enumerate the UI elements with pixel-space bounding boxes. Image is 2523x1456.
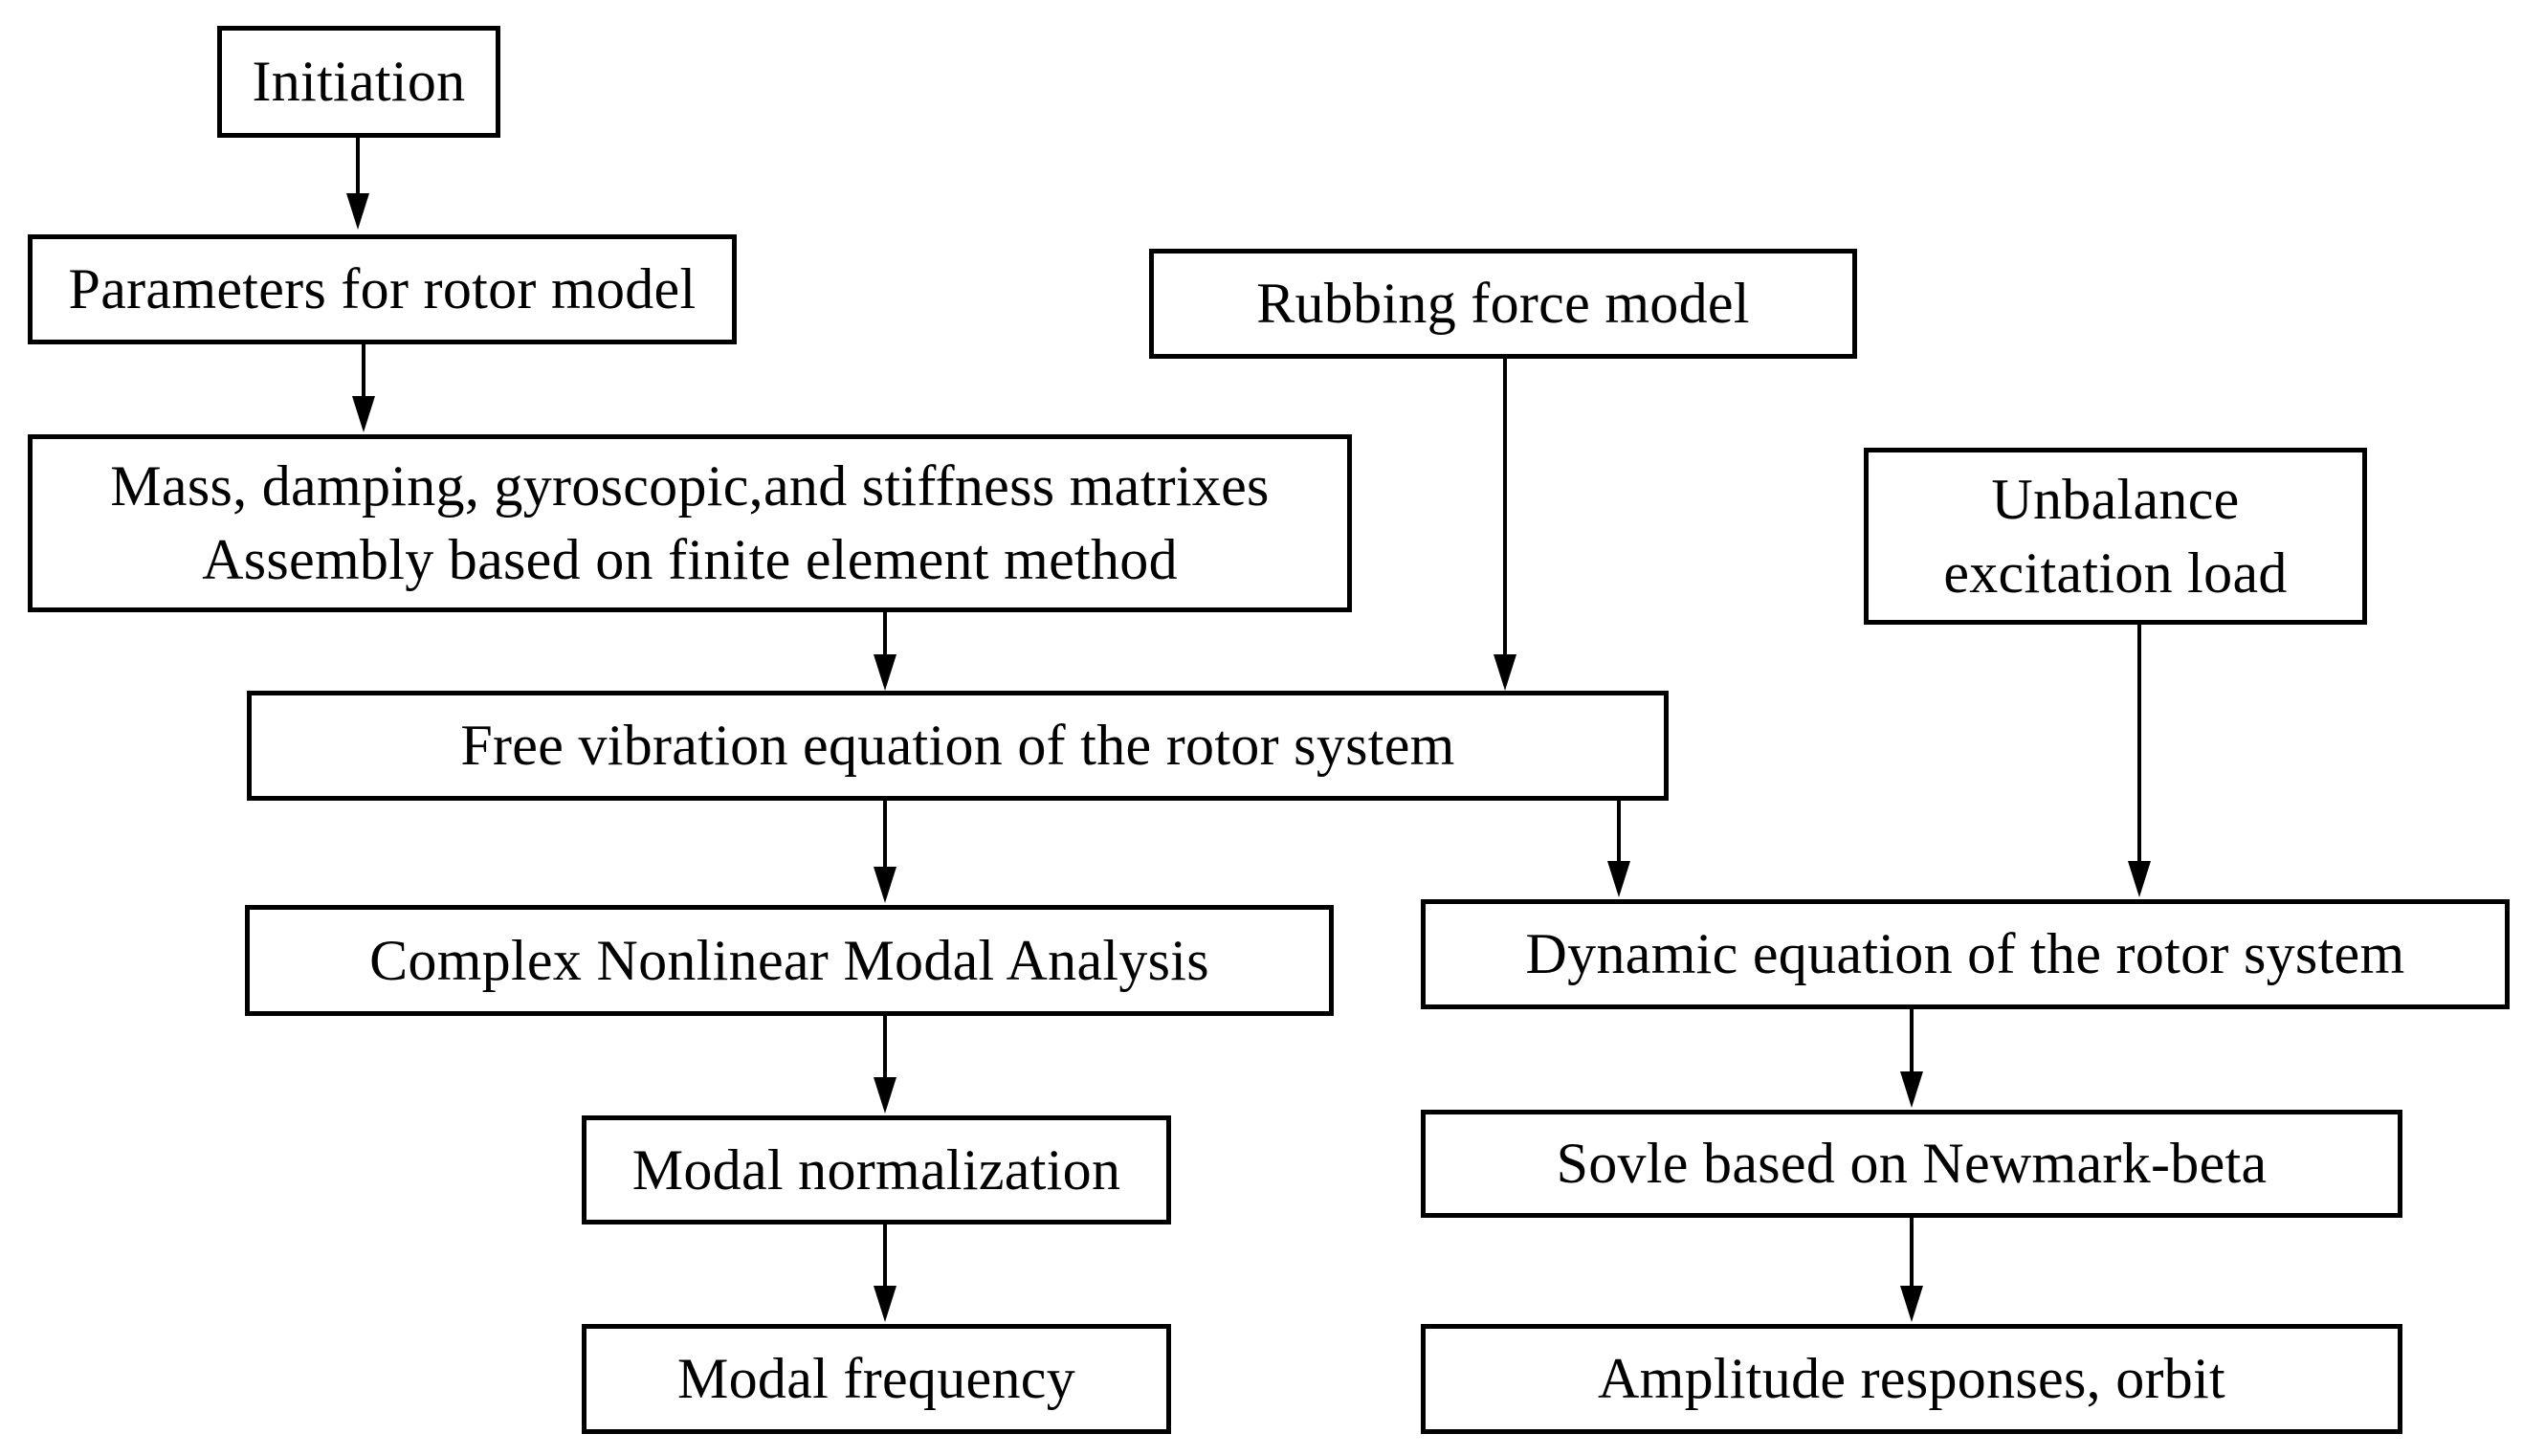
node-rotor-params-label: Parameters for rotor model — [68, 257, 697, 321]
node-modal-analysis: Complex Nonlinear Modal Analysis — [245, 905, 1334, 1016]
node-newmark: Sovle based on Newmark-beta — [1421, 1110, 2402, 1218]
node-unbalance: Unbalance excitation load — [1864, 448, 2367, 625]
node-modal-analysis-label: Complex Nonlinear Modal Analysis — [369, 928, 1209, 992]
arrowhead-initiation-to-rotor-params — [346, 193, 369, 230]
node-initiation-label: Initiation — [252, 50, 466, 114]
node-newmark-label: Sovle based on Newmark-beta — [1556, 1132, 2268, 1196]
arrowhead-dynamic-eq-to-newmark — [1900, 1071, 1923, 1108]
arrowhead-modal-norm-to-modal-freq — [874, 1286, 896, 1322]
node-initiation: Initiation — [217, 26, 500, 138]
node-modal-freq-label: Modal frequency — [676, 1347, 1075, 1411]
node-matrices-line-1: Mass, damping, gyroscopic,and stiffness … — [110, 454, 1270, 518]
node-matrices-line-2: Assembly based on finite element method — [202, 528, 1178, 591]
node-matrices: Mass, damping, gyroscopic,and stiffness … — [28, 434, 1352, 612]
node-free-vibration: Free vibration equation of the rotor sys… — [247, 691, 1669, 801]
arrowhead-rotor-params-to-matrices — [352, 396, 375, 432]
node-dynamic-eq: Dynamic equation of the rotor system — [1421, 899, 2510, 1009]
arrowhead-free-vibration-to-dynamic-eq — [1607, 861, 1630, 897]
arrowhead-rubbing-to-free-vibration — [1494, 654, 1516, 691]
node-modal-norm: Modal normalization — [582, 1115, 1171, 1224]
node-rubbing: Rubbing force model — [1149, 249, 1857, 359]
node-unbalance-line-2: excitation load — [1943, 540, 2288, 605]
node-free-vibration-label: Free vibration equation of the rotor sys… — [460, 714, 1455, 778]
arrowhead-matrices-to-free-vibration — [874, 654, 896, 691]
arrowhead-newmark-to-amplitude — [1900, 1286, 1923, 1322]
node-modal-freq: Modal frequency — [582, 1324, 1171, 1434]
node-amplitude-label: Amplitude responses, orbit — [1597, 1347, 2226, 1411]
arrowhead-modal-analysis-to-modal-norm — [874, 1077, 896, 1114]
arrowhead-free-vibration-to-modal-analysis — [874, 867, 896, 903]
node-rubbing-label: Rubbing force model — [1256, 272, 1750, 336]
arrowhead-unbalance-to-dynamic-eq — [2128, 861, 2151, 897]
node-rotor-params: Parameters for rotor model — [28, 234, 737, 344]
node-unbalance-line-1: Unbalance — [1991, 467, 2240, 531]
node-dynamic-eq-label: Dynamic equation of the rotor system — [1525, 922, 2405, 986]
node-modal-norm-label: Modal normalization — [631, 1137, 1121, 1202]
node-amplitude: Amplitude responses, orbit — [1421, 1324, 2402, 1434]
